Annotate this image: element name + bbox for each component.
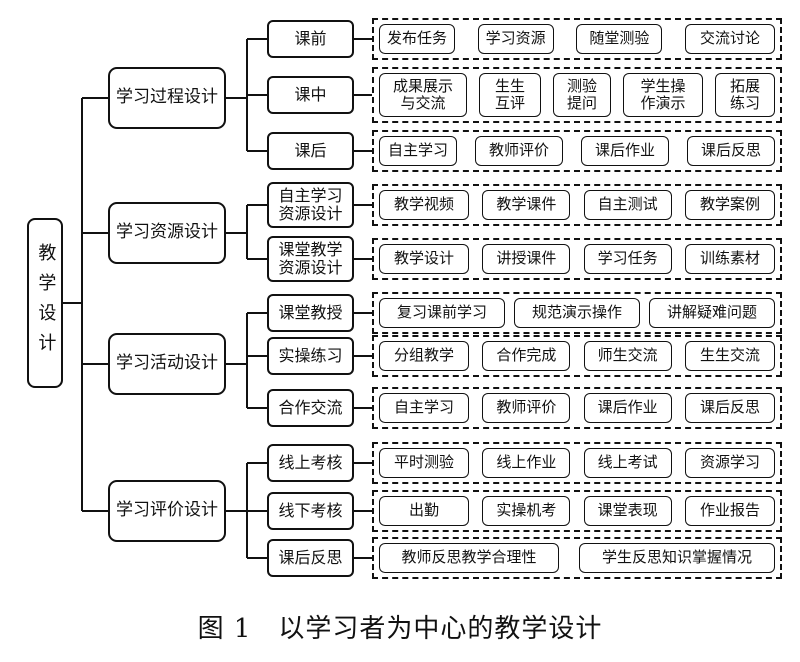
item-box: 自主学习 <box>379 393 469 423</box>
subcategory-box: 课前 <box>267 20 354 58</box>
item-box: 学生操 作演示 <box>623 73 703 117</box>
item-box: 教学课件 <box>482 190 571 220</box>
item-group <box>372 184 782 226</box>
item-group <box>372 292 782 334</box>
item-box: 课后作业 <box>583 393 672 423</box>
item-group <box>372 238 782 280</box>
item-box: 交流讨论 <box>685 24 775 54</box>
connector-lines <box>63 38 372 559</box>
item-box: 规范演示操作 <box>514 298 640 328</box>
item-group <box>372 537 782 579</box>
item-box: 课后作业 <box>581 136 669 166</box>
item-group <box>372 67 782 123</box>
item-box: 作业报告 <box>685 496 775 526</box>
item-box: 学习任务 <box>583 244 672 274</box>
item-box: 教师反思教学合理性 <box>379 543 559 573</box>
item-box: 讲解疑难问题 <box>649 298 775 328</box>
item-box: 师生交流 <box>583 341 672 371</box>
category-box: 学习资源设计 <box>108 202 226 264</box>
item-group <box>372 442 782 484</box>
item-box: 合作完成 <box>482 341 571 371</box>
item-box: 生生 互评 <box>479 73 541 117</box>
root-box: 教学设计 <box>27 218 63 388</box>
item-group <box>372 387 782 429</box>
item-box: 拓展 练习 <box>715 73 775 117</box>
subcategory-box: 课堂教学 资源设计 <box>267 236 354 282</box>
item-box: 讲授课件 <box>482 244 571 274</box>
subcategory-box: 线下考核 <box>267 492 354 530</box>
category-box: 学习过程设计 <box>108 67 226 129</box>
item-group <box>372 490 782 532</box>
item-box: 教师评价 <box>482 393 571 423</box>
item-box: 训练素材 <box>685 244 775 274</box>
item-box: 自主学习 <box>379 136 457 166</box>
item-box: 线上作业 <box>482 448 571 478</box>
item-box: 学生反思知识掌握情况 <box>579 543 775 573</box>
subcategory-box: 自主学习 资源设计 <box>267 182 354 228</box>
subcategory-box: 线上考核 <box>267 444 354 482</box>
item-box: 出勤 <box>379 496 469 526</box>
item-box: 教学案例 <box>685 190 775 220</box>
item-box: 测验 提问 <box>553 73 611 117</box>
item-group <box>372 130 782 172</box>
subcategory-box: 课堂教授 <box>267 294 354 332</box>
subcategory-box: 合作交流 <box>267 389 354 427</box>
figure-caption: 图 1 以学习者为中心的教学设计 <box>197 614 603 644</box>
item-box: 生生交流 <box>685 341 775 371</box>
item-box: 课后反思 <box>685 393 775 423</box>
item-box: 实操机考 <box>482 496 571 526</box>
item-box: 平时测验 <box>379 448 469 478</box>
subcategory-box: 课中 <box>267 76 354 114</box>
item-box: 分组教学 <box>379 341 469 371</box>
root-box-label: 教学设计 <box>35 243 57 363</box>
item-box: 课后反思 <box>687 136 775 166</box>
item-box: 自主测试 <box>583 190 672 220</box>
item-box: 教师评价 <box>475 136 563 166</box>
item-box: 成果展示 与交流 <box>379 73 467 117</box>
item-box: 资源学习 <box>685 448 775 478</box>
item-box: 线上考试 <box>583 448 672 478</box>
category-box: 学习评价设计 <box>108 480 226 542</box>
item-group <box>372 18 782 60</box>
item-box: 教学视频 <box>379 190 469 220</box>
subcategory-box: 实操练习 <box>267 337 354 375</box>
item-box: 学习资源 <box>477 24 554 54</box>
item-box: 复习课前学习 <box>379 298 505 328</box>
subcategory-box: 课后反思 <box>267 539 354 577</box>
subcategory-box: 课后 <box>267 132 354 170</box>
category-box: 学习活动设计 <box>108 333 226 395</box>
item-box: 发布任务 <box>379 24 455 54</box>
item-box: 教学设计 <box>379 244 469 274</box>
item-box: 课堂表现 <box>583 496 672 526</box>
item-group <box>372 335 782 377</box>
item-box: 随堂测验 <box>576 24 663 54</box>
